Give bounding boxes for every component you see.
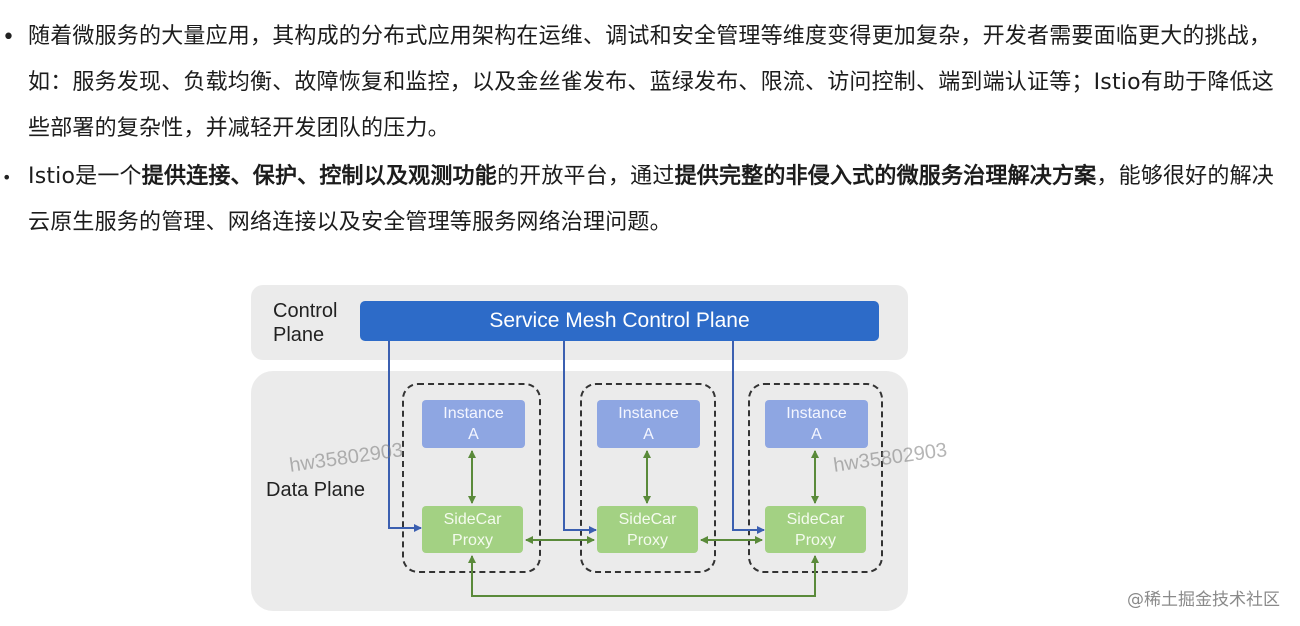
control-to-sidecar-arrow — [732, 341, 765, 534]
control-to-sidecar-arrow — [388, 341, 422, 532]
bullet-marker: • — [2, 168, 12, 187]
sidecar-label: SideCar — [786, 511, 845, 528]
text-run: Istio是一个 — [28, 164, 142, 189]
bullet-marker: • — [2, 25, 15, 50]
proxy-label: Proxy — [452, 532, 493, 549]
proxy-label: Proxy — [627, 532, 668, 549]
sidecar-proxy-box: SideCar Proxy — [597, 506, 698, 553]
instance-name: A — [643, 426, 654, 443]
sidecar-proxy-box: SideCar Proxy — [765, 506, 866, 553]
control-plane-label: Control Plane — [273, 300, 338, 346]
pod-boundary — [580, 383, 716, 573]
instance-a-box: Instance A — [765, 400, 868, 448]
sidecar-label: SideCar — [618, 511, 677, 528]
sidecar-loop-arrow — [468, 555, 819, 597]
bold-text-run: 提供完整的非侵入式的微服务治理解决方案 — [674, 164, 1097, 189]
instance-label: Instance — [618, 405, 679, 422]
instance-label: Instance — [443, 405, 504, 422]
proxy-label: Proxy — [795, 532, 836, 549]
instance-name: A — [468, 426, 479, 443]
service-mesh-control-plane-box: Service Mesh Control Plane — [360, 301, 879, 341]
instance-name: A — [811, 426, 822, 443]
instance-a-box: Instance A — [597, 400, 700, 448]
sidecar-label: SideCar — [443, 511, 502, 528]
bullet-text-1: 随着微服务的大量应用，其构成的分布式应用架构在运维、调试和安全管理等维度变得更加… — [28, 24, 1274, 141]
data-plane-label: Data Plane — [266, 479, 365, 501]
site-watermark: @稀土掘金技术社区 — [1127, 590, 1280, 610]
text-run: 的开放平台，通过 — [496, 164, 675, 189]
instance-label: Instance — [786, 405, 847, 422]
control-to-sidecar-arrow — [563, 341, 597, 534]
bold-text-run: 提供连接、保护、控制以及观测功能 — [141, 164, 497, 189]
bullet-text-2: Istio是一个提供连接、保护、控制以及观测功能的开放平台，通过提供完整的非侵入… — [28, 154, 1280, 246]
instance-a-box: Instance A — [422, 400, 525, 448]
sidecar-proxy-box: SideCar Proxy — [422, 506, 523, 553]
text-run: ，能够很好的解决云原生服务的管理、网络连接以及安全管理等服务网络治理问题。 — [28, 164, 1274, 235]
